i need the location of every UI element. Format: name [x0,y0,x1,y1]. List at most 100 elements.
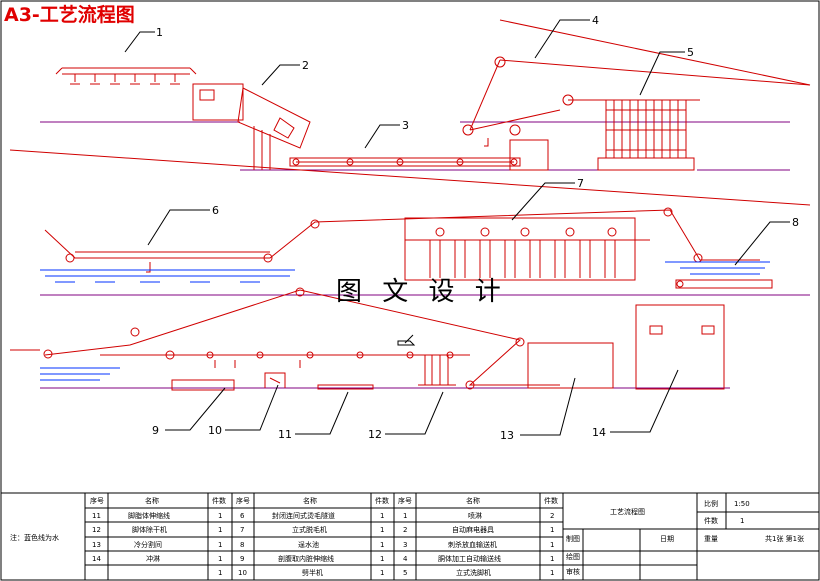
c1-seq: 14 [92,555,101,563]
hdr-seq-3: 序号 [398,496,412,505]
c2-seq: 10 [238,569,247,577]
callout-14: 14 [592,426,606,439]
c3-qty: 1 [550,555,554,563]
foot-washer [597,100,695,171]
qty-label: 件数 [704,516,718,525]
callout-11: 11 [278,428,292,441]
hdr-name-2: 名称 [303,496,317,505]
row2-equipment [40,207,810,296]
c3-seq: 3 [403,541,407,549]
callout-1: 1 [156,26,163,39]
dehairing-machine [404,217,650,281]
c1-qty: 1 [218,541,222,549]
hdr-name-1: 名称 [145,496,159,505]
c1-name: 脚脂体伸缩线 [128,511,170,520]
c3-name: 立式洗脚机 [456,568,491,577]
date-label: 日期 [660,535,674,543]
c3-seq: 1 [403,512,407,520]
callout-2: 2 [302,59,309,72]
hdr-qty-3: 件数 [544,496,558,505]
shower-room [635,304,725,390]
evisceration-line [171,379,235,391]
drawing-name: 工艺流程图 [610,507,645,516]
c3-seq: 4 [403,555,408,563]
callout-9: 9 [152,424,159,437]
callout-13: 13 [500,429,514,442]
hdr-name-3: 名称 [466,496,480,505]
weight-label: 重量 [704,535,718,543]
callout-5: 5 [687,46,694,59]
callout-3: 3 [402,119,409,132]
callout-8: 8 [792,216,799,229]
c3-name: 自动麻电器具 [452,525,494,534]
c2-name: 立式脱毛机 [292,525,327,534]
hdr-seq-1: 序号 [90,496,104,505]
c2-name: 逞水池 [298,540,319,549]
c2-qty: 1 [380,569,384,577]
drawing-title: A3-工艺流程图 [4,3,135,26]
c3-name: 喷淋 [468,511,482,520]
c2-name: 封闭连间式烫毛隧道 [272,511,335,520]
overhead-line-4 [462,19,811,147]
c3-qty: 1 [550,569,554,577]
row1-equipment [40,19,811,171]
hdr-qty-2: 件数 [375,496,389,505]
splitting-saw [264,372,286,388]
c3-qty: 1 [550,541,554,549]
cooling-tank [665,261,773,289]
c2-name: 劈半机 [302,568,323,577]
bleed-conveyor [289,139,549,171]
scale-label: 比例 [704,499,718,508]
c1-qty: 1 [218,512,222,520]
c3-seq: 2 [403,526,407,534]
spray-header [55,67,197,85]
row3-equipment [10,287,730,391]
c2-qty: 1 [380,555,384,563]
c1-name: 冷分割间 [134,540,162,549]
callout-10: 10 [208,424,222,437]
stunner [192,83,311,170]
callout-7: 7 [577,177,584,190]
sheet-count: 共1张 第1张 [765,534,804,543]
hdr-qty-1: 件数 [212,496,226,505]
c2-seq: 9 [240,555,244,563]
c1-seq: 13 [92,541,101,549]
water-note: 注：蓝色线为水 [10,533,59,542]
c3-name: 刺杀放血输送机 [448,540,497,549]
draft-label: 绘图 [566,552,580,561]
callout-12: 12 [368,428,382,441]
c1-qty: 1 [218,569,222,577]
c1-seq: 12 [92,526,101,534]
watermark: 图 文 设 计 [336,277,507,307]
c2-qty: 1 [380,512,384,520]
chill-room [527,342,614,389]
bom-table [0,492,820,581]
c3-qty: 2 [550,512,554,520]
c3-qty: 1 [550,526,554,534]
qty-value: 1 [740,517,744,525]
c2-qty: 1 [380,526,384,534]
hdr-seq-2: 序号 [236,496,250,505]
scale-value: 1:50 [734,500,750,508]
callout-6: 6 [212,204,219,217]
drawn-label: 制图 [566,534,580,543]
c1-name: 冲淋 [146,554,160,563]
callout-leaders [124,19,790,436]
callout-4: 4 [592,14,599,27]
c1-qty: 1 [218,526,222,534]
scalding-tunnel [40,207,760,283]
c1-qty: 1 [218,555,222,563]
c2-seq: 6 [240,512,245,520]
c2-qty: 1 [380,541,384,549]
c2-seq: 8 [240,541,244,549]
review-label: 审核 [566,567,580,576]
c3-name: 胴体加工自动输送线 [438,554,501,563]
c3-seq: 5 [403,569,407,577]
carcass-dryer [418,355,456,386]
trimming-line [317,384,374,390]
c2-seq: 7 [240,526,244,534]
c2-name: 剖腹取内脏伸缩线 [278,554,334,563]
c1-seq: 11 [92,512,101,520]
c1-name: 脚体除干机 [132,525,167,534]
